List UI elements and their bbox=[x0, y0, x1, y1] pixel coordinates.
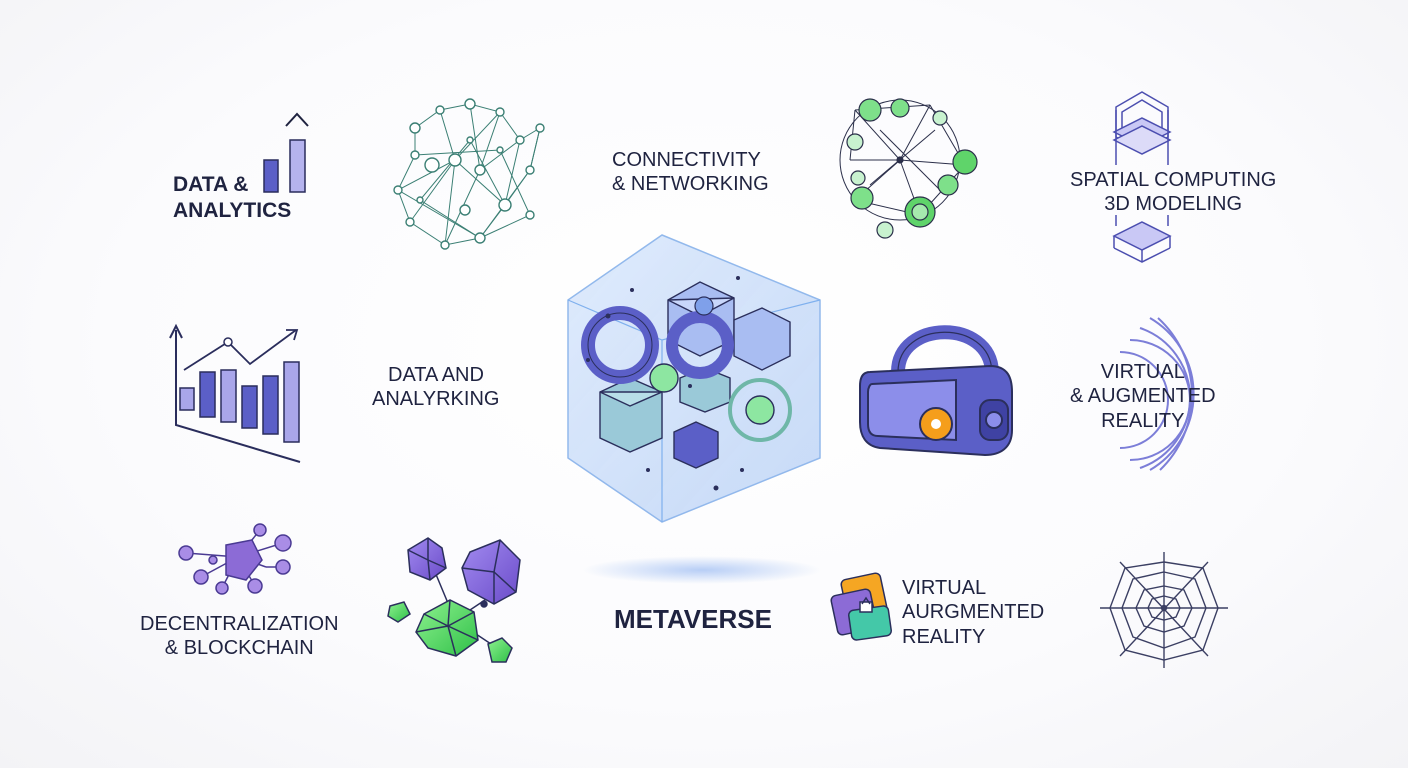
data-analytics-label: DATA & ANALYTICS bbox=[173, 172, 291, 223]
connectivity-line-2: & NETWORKING bbox=[612, 173, 769, 196]
blockchain-nodes-icon bbox=[178, 523, 292, 595]
data-analyrking-line-1: DATA AND bbox=[388, 364, 484, 386]
trend-chart-icon bbox=[169, 323, 301, 463]
spider-web-icon bbox=[1100, 552, 1228, 668]
spatial-line-1: SPATIAL COMPUTING bbox=[1070, 169, 1277, 191]
virtual-aug2-line-1: VIRTUAL bbox=[902, 577, 987, 599]
stacked-layers-icon bbox=[1112, 91, 1172, 263]
network-graph-icon bbox=[393, 98, 545, 250]
data-analytics-line-2: ANALYTICS bbox=[173, 198, 292, 222]
network-bubble-icon bbox=[839, 98, 978, 239]
virtual-ar-line-3: REALITY bbox=[1101, 409, 1185, 432]
spatial-line-2: 3D MODELING bbox=[1104, 193, 1243, 216]
decentral-line-1: DECENTRALIZATION bbox=[140, 613, 339, 635]
crystal-gems-icon bbox=[387, 537, 521, 663]
vr-headset-icon bbox=[859, 325, 1013, 457]
virtual-aurgmented-reality-label: VIRTUAL AURGMENTED REALITY bbox=[902, 576, 1044, 649]
glow-shadow bbox=[582, 556, 822, 584]
virtual-aug2-line-3: REALITY bbox=[902, 625, 986, 648]
virtual-augmented-reality-label: VIRTUAL & AUGMENTED REALITY bbox=[1070, 360, 1216, 433]
decentral-line-2: & BLOCKCHAIN bbox=[164, 637, 314, 660]
decentralization-blockchain-label: DECENTRALIZATION & BLOCKCHAIN bbox=[140, 612, 339, 661]
metaverse-cube-icon bbox=[567, 234, 821, 523]
layered-tiles-icon bbox=[830, 572, 892, 641]
metaverse-title: METAVERSE bbox=[614, 604, 772, 634]
spatial-computing-label: SPATIAL COMPUTING 3D MODELING bbox=[1070, 168, 1276, 217]
data-and-analyrking-label: DATA AND ANALYRKING bbox=[372, 363, 499, 412]
virtual-aug2-line-2: AURGMENTED bbox=[902, 601, 1045, 624]
virtual-ar-line-1: VIRTUAL bbox=[1100, 361, 1185, 383]
virtual-ar-line-2: & AUGMENTED bbox=[1070, 385, 1216, 408]
connectivity-line-1: CONNECTIVITY bbox=[612, 149, 761, 171]
connectivity-networking-label: CONNECTIVITY & NETWORKING bbox=[612, 148, 769, 197]
data-analytics-line-1: DATA & bbox=[173, 173, 249, 196]
data-analyrking-line-2: ANALYRKING bbox=[372, 388, 500, 411]
bar-chart-icon bbox=[263, 112, 309, 193]
signal-arcs-icon bbox=[1119, 317, 1195, 471]
